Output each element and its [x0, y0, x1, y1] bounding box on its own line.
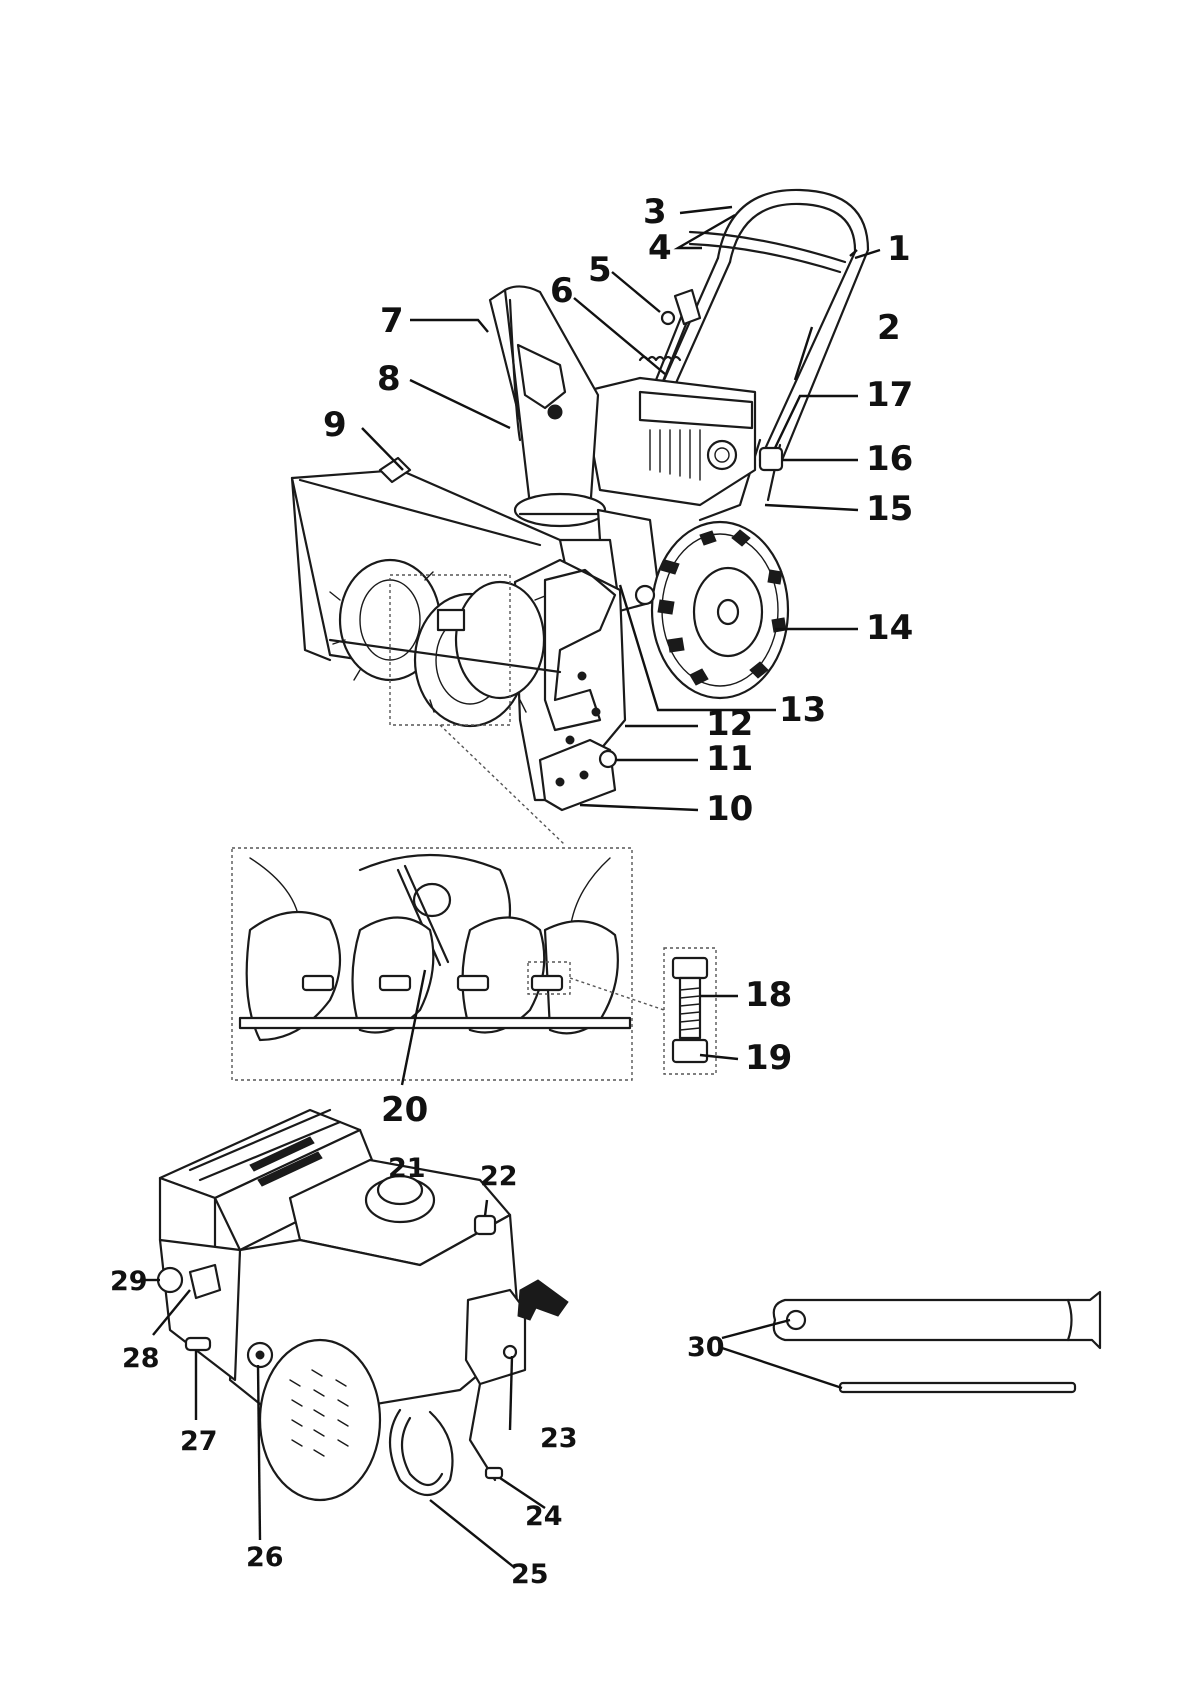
callout-27: 27	[180, 1428, 218, 1455]
callout-4: 4	[648, 231, 672, 265]
auger-detail-view	[232, 848, 664, 1080]
callout-21: 21	[388, 1155, 426, 1182]
callout-28: 28	[122, 1345, 160, 1372]
callout-30: 30	[687, 1334, 725, 1361]
callout-24: 24	[525, 1503, 563, 1530]
callout-2: 2	[877, 311, 901, 345]
spark-plug-wrench	[774, 1292, 1100, 1392]
callout-10: 10	[706, 792, 753, 826]
callout-23: 23	[540, 1425, 578, 1452]
callout-14: 14	[866, 611, 913, 645]
callout-19: 19	[745, 1041, 792, 1075]
callout-12: 12	[706, 707, 753, 741]
callout-16: 16	[866, 442, 913, 476]
callout-1: 1	[887, 232, 911, 266]
callout-5: 5	[588, 253, 612, 287]
callout-26: 26	[246, 1544, 284, 1571]
callout-11: 11	[706, 742, 753, 776]
callout-9: 9	[323, 408, 347, 442]
callout-25: 25	[511, 1561, 549, 1588]
callout-3: 3	[643, 195, 667, 229]
callout-20: 20	[381, 1093, 428, 1127]
wheel	[652, 522, 788, 698]
callout-18: 18	[745, 978, 792, 1012]
callout-13: 13	[779, 693, 826, 727]
callout-22: 22	[480, 1163, 518, 1190]
callout-6: 6	[550, 274, 574, 308]
callout-29: 29	[110, 1268, 148, 1295]
callout-7: 7	[380, 304, 404, 338]
callout-17: 17	[866, 378, 913, 412]
callout-8: 8	[377, 362, 401, 396]
callout-15: 15	[866, 492, 913, 526]
